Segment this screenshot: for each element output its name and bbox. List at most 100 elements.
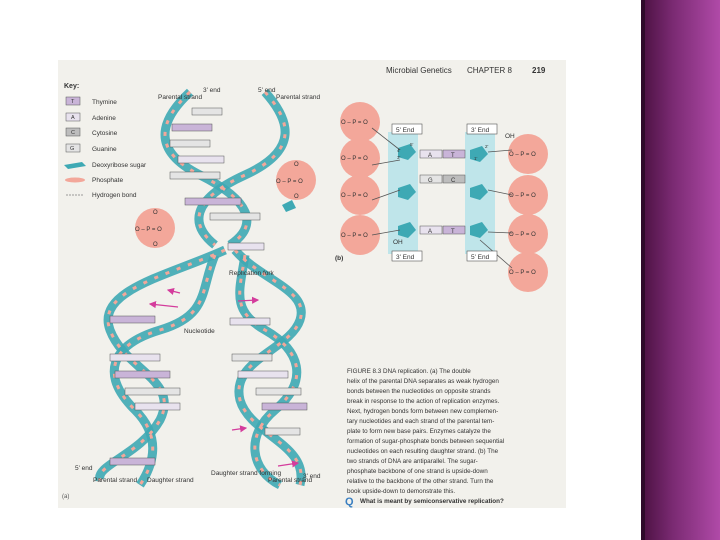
svg-text:O – P = O: O – P = O	[509, 232, 536, 238]
svg-text:O – P = O: O – P = O	[341, 120, 368, 126]
caption-line: relative to the backbone of the other st…	[347, 478, 494, 485]
running-title: Microbial Genetics	[386, 66, 452, 75]
antiparallel-diagram: O – P = O O – P = O O – P = O O – P = O O …	[340, 102, 548, 292]
key-item-phosphate: Phosphate	[65, 177, 123, 184]
caption-line: phosphate backbone of one strand is upsi…	[347, 468, 488, 475]
label-5-prime: 5'	[410, 142, 414, 147]
label-1-prime: 1'	[474, 156, 478, 161]
key-label: Guanine	[92, 146, 117, 153]
base-pairs	[109, 107, 308, 466]
caption-line: book upside-down to demonstrate this.	[347, 488, 455, 495]
key-item-guanine: G Guanine	[65, 143, 117, 153]
caption-line: helix of the parental DNA separates as w…	[347, 378, 499, 385]
free-phosphate-left: O – P = O O O	[135, 208, 175, 248]
svg-text:O – P = O: O – P = O	[509, 270, 536, 276]
pair-right: C	[451, 178, 456, 184]
replication-helix	[95, 88, 308, 490]
question-icon: Q	[345, 496, 354, 508]
key-label: Phosphate	[92, 177, 123, 184]
slide-sidebar-accent	[641, 0, 720, 540]
label-oh-top: OH	[505, 133, 515, 140]
label-3-end-top: 3' end	[203, 87, 221, 94]
key-legend: Key: T Thymine A Adenine C Cytosine G Gu…	[64, 83, 147, 199]
svg-text:O – P = O: O – P = O	[509, 193, 536, 199]
end-labels: 5' End 3' End 3' End 5' End	[391, 123, 498, 262]
svg-text:O: O	[153, 210, 158, 216]
base-pair-row: A T	[419, 149, 466, 159]
label-3-prime: 3'	[397, 155, 401, 160]
figure-caption: FIGURE 8.3 DNA replication. (a) The doub…	[345, 368, 504, 508]
caption-line: FIGURE 8.3 DNA replication. (a) The doub…	[347, 368, 471, 375]
key-letter: C	[71, 130, 75, 136]
key-letter: T	[71, 99, 75, 105]
label-3-end-bl: 3' End	[396, 254, 415, 261]
svg-text:O – P = O: O – P = O	[341, 233, 368, 239]
left-daughter-helix-a	[95, 245, 227, 482]
label-oh-bottom: OH	[393, 239, 403, 246]
pair-left: G	[428, 178, 433, 184]
label-5-end-top: 5' end	[258, 87, 276, 94]
pair-left: A	[428, 229, 432, 235]
chapter-label: CHAPTER 8	[467, 66, 512, 75]
pair-right: T	[451, 153, 455, 159]
incoming-nucleotide-arrows	[148, 287, 300, 468]
panel-a-letter: (b)	[335, 255, 343, 262]
key-title: Key:	[64, 83, 79, 90]
label-4-prime: 4'	[397, 148, 401, 153]
caption-line: nucleotides on each resulting daughter s…	[347, 448, 499, 455]
label-parental-strand-right: Parental strand	[276, 94, 320, 101]
key-letter: G	[70, 146, 74, 152]
label-3-end-bottom: 3' end	[303, 473, 321, 480]
page-number: 219	[532, 66, 546, 75]
base-pair-row: G C	[419, 174, 466, 184]
label-3-end-tr: 3' End	[471, 127, 490, 134]
caption-line: Next, hydrogen bonds form between new co…	[347, 408, 498, 415]
key-letter: A	[71, 115, 75, 121]
svg-text:O – P = O: O – P = O	[341, 156, 368, 162]
key-item-sugar: Deoxyribose sugar	[64, 162, 147, 169]
label-replication-fork: Replication fork	[229, 270, 275, 277]
label-5-end-br: 5' End	[471, 254, 490, 261]
key-item-thymine: T Thymine	[65, 96, 117, 106]
right-daughter-helix-a	[231, 246, 306, 487]
caption-line: plate to form new base pairs. Enzymes ca…	[347, 428, 491, 435]
label-5-end-tl: 5' End	[396, 127, 415, 134]
base-pair-row: A T	[419, 225, 466, 235]
key-label: Adenine	[92, 115, 116, 122]
caption-line: break in response to the action of repli…	[347, 398, 500, 405]
caption-line: formation of sugar-phosphate bonds betwe…	[347, 438, 504, 445]
label-5-end-bottom: 5' end	[75, 465, 93, 472]
footer-mark: (a)	[62, 494, 69, 500]
key-item-cytosine: C Cytosine	[65, 127, 118, 137]
label-daughter-strand-forming: Daughter strand forming	[211, 470, 281, 477]
key-label: Thymine	[92, 99, 117, 106]
free-phosphate-right: O – P = O O O	[276, 160, 316, 212]
caption-line: two strands of DNA are antiparallel. The…	[347, 458, 478, 465]
svg-text:O: O	[153, 242, 158, 248]
svg-text:O – P = O: O – P = O	[135, 227, 162, 233]
key-label: Cytosine	[92, 130, 118, 137]
label-parental-strand-left: Parental strand	[158, 94, 202, 101]
label-nucleotide: Nucleotide	[184, 328, 215, 335]
key-item-hydrogen-bond: Hydrogen bond	[66, 192, 137, 199]
svg-text:O – P = O: O – P = O	[509, 152, 536, 158]
svg-text:O: O	[294, 194, 299, 200]
sidebar-edge	[641, 0, 645, 540]
panel-b-sugars	[398, 144, 488, 238]
label-parental-strand-bottom-right: Parental strand	[268, 477, 312, 484]
label-daughter-strand: Daughter strand	[147, 477, 194, 484]
key-label: Hydrogen bond	[92, 192, 137, 199]
pair-right: T	[451, 229, 455, 235]
label-parental-strand-bottom-left: Parental strand	[93, 477, 137, 484]
key-item-adenine: A Adenine	[65, 112, 116, 122]
pair-left: A	[428, 153, 432, 159]
caption-line: tary nucleotides and each strand of the …	[347, 418, 494, 425]
svg-text:O – P = O: O – P = O	[276, 179, 303, 185]
svg-text:O: O	[294, 162, 299, 168]
caption-line: bonds between the nucleotides on opposit…	[347, 388, 491, 395]
label-2-prime: 2'	[485, 144, 489, 149]
svg-text:O – P = O: O – P = O	[341, 193, 368, 199]
key-label: Deoxyribose sugar	[92, 162, 147, 169]
panel-b-phosphates	[340, 102, 548, 292]
